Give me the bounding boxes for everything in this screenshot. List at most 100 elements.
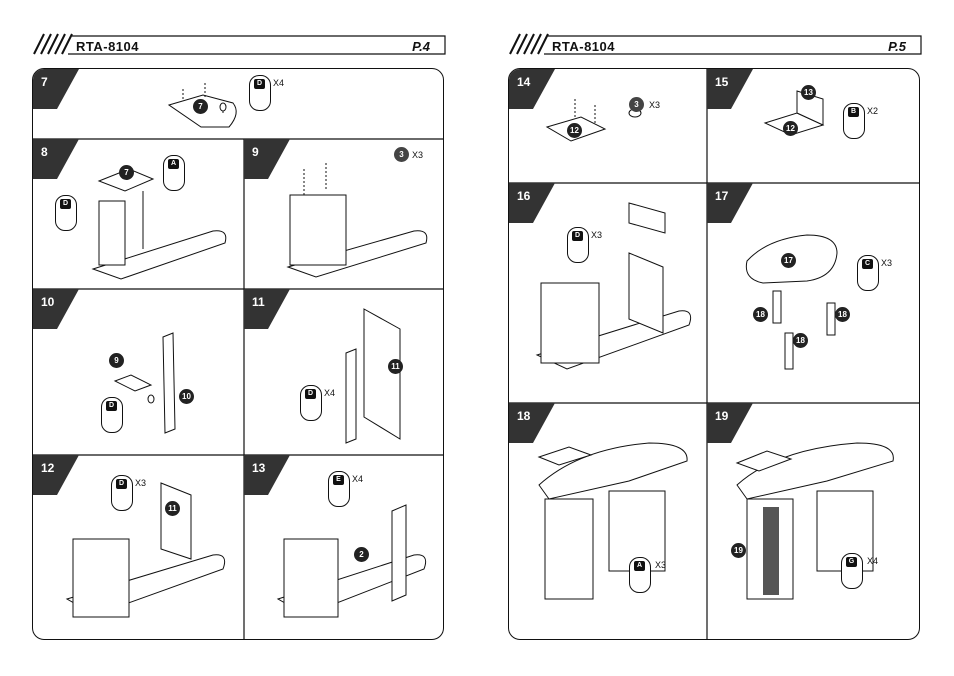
desk-assembly-icon (286, 163, 428, 278)
part-label: 17 (781, 253, 796, 268)
step-number: 15 (715, 75, 729, 89)
step-number: 8 (41, 145, 48, 159)
quantity: X4 (352, 474, 364, 484)
quantity: X2 (867, 106, 879, 116)
step-badge: 12 (33, 455, 79, 495)
step-badge: 15 (707, 69, 753, 109)
screw-part-icon: A (629, 557, 651, 593)
step-8: 8 7 A D (33, 139, 244, 289)
step-badge: 13 (244, 455, 290, 495)
step-badge: 10 (33, 289, 79, 329)
step-18: 18 A X3 (509, 403, 707, 639)
part-label: 3 (394, 147, 409, 162)
step-number: 16 (517, 189, 531, 203)
desk-assembly-icon (537, 442, 688, 600)
step-number: 9 (252, 145, 259, 159)
manual-page-left: RTA-8104 P.4 7 7 (32, 30, 446, 642)
model-number: RTA-8104 (552, 39, 616, 54)
quantity: X3 (135, 478, 147, 488)
part-label: 12 (567, 123, 582, 138)
dowel-part-icon: D (55, 195, 77, 231)
part-label: 13 (801, 85, 816, 100)
desk-assembly-icon (735, 442, 894, 600)
step-badge: 17 (707, 183, 753, 223)
quantity: X3 (881, 258, 893, 268)
screw-part-icon: C (857, 255, 879, 291)
part-label: 11 (388, 359, 403, 374)
manual-page-right: RTA-8104 P.5 14 12 3 X3 (508, 30, 922, 642)
step-number: 17 (715, 189, 729, 203)
step-badge: 7 (33, 69, 79, 109)
part-label: 7 (193, 99, 208, 114)
quantity: X3 (655, 560, 667, 570)
step-badge: 14 (509, 69, 555, 109)
step-number: 10 (41, 295, 55, 309)
part-label: 18 (835, 307, 850, 322)
step-number: 12 (41, 461, 55, 475)
part-label: 11 (165, 501, 180, 516)
desk-assembly-icon (65, 482, 226, 618)
part-label: 2 (354, 547, 369, 562)
page-header: RTA-8104 P.4 (32, 30, 446, 58)
step-12: 12 D X3 11 (33, 455, 244, 639)
quantity: X3 (649, 100, 661, 110)
header-hatch-icon (509, 33, 922, 55)
panel-diagram-icon (345, 308, 401, 444)
step-badge: 11 (244, 289, 290, 329)
part-label: 18 (753, 307, 768, 322)
step-17: 17 17 18 18 18 C X3 (707, 183, 919, 403)
shelf-diagram-icon (167, 83, 237, 128)
part-label: 9 (109, 353, 124, 368)
screw-part-icon: B (843, 103, 865, 139)
step-7: 7 7 D X4 (33, 69, 443, 139)
step-13: 13 E X4 2 (244, 455, 443, 639)
step-number: 11 (252, 295, 265, 309)
quantity: X4 (273, 78, 285, 88)
step-number: 18 (517, 409, 531, 423)
dowel-part-icon: D (111, 475, 133, 511)
page-number: P.5 (888, 39, 906, 54)
step-19: 19 19 G X4 (707, 403, 919, 639)
dowel-part-icon: D (249, 75, 271, 111)
part-label: 3 (629, 97, 644, 112)
model-number: RTA-8104 (76, 39, 140, 54)
desk-top-icon (745, 234, 838, 370)
step-11: 11 11 D X4 (244, 289, 443, 455)
screw-part-icon: E (328, 471, 350, 507)
part-label: 19 (731, 543, 746, 558)
grid-lines (33, 138, 443, 639)
dowel-part-icon: D (300, 385, 322, 421)
step-number: 7 (41, 75, 48, 89)
part-label: 7 (119, 165, 134, 180)
step-badge: 8 (33, 139, 79, 179)
part-label: 12 (783, 121, 798, 136)
panel-diagram-icon (113, 332, 176, 434)
dowel-part-icon: D (101, 397, 123, 433)
page-header: RTA-8104 P.5 (508, 30, 922, 58)
part-label: 10 (179, 389, 194, 404)
step-badge: 16 (509, 183, 555, 223)
step-number: 13 (252, 461, 266, 475)
quantity: X3 (412, 150, 424, 160)
step-15: 15 13 12 B X2 (707, 69, 919, 183)
step-badge: 19 (707, 403, 753, 443)
screw-part-icon: A (163, 155, 185, 191)
instruction-frame: 14 12 3 X3 15 13 12 B (508, 68, 920, 640)
header-hatch-icon (33, 33, 446, 55)
desk-assembly-icon (276, 504, 427, 618)
step-badge: 9 (244, 139, 290, 179)
instruction-frame: 7 7 D X4 8 7 (32, 68, 444, 640)
screw-part-icon: G (841, 553, 863, 589)
step-16: 16 D X3 (509, 183, 707, 403)
part-label: 18 (793, 333, 808, 348)
quantity: X3 (591, 230, 603, 240)
step-14: 14 12 3 X3 (509, 69, 707, 183)
desk-assembly-icon (535, 202, 692, 370)
quantity: X4 (324, 388, 336, 398)
quantity: X4 (867, 556, 879, 566)
step-9: 9 3 X3 (244, 139, 443, 289)
shelf-diagram-icon (545, 99, 642, 142)
step-number: 19 (715, 409, 729, 423)
page-number: P.4 (412, 39, 430, 54)
dowel-part-icon: D (567, 227, 589, 263)
